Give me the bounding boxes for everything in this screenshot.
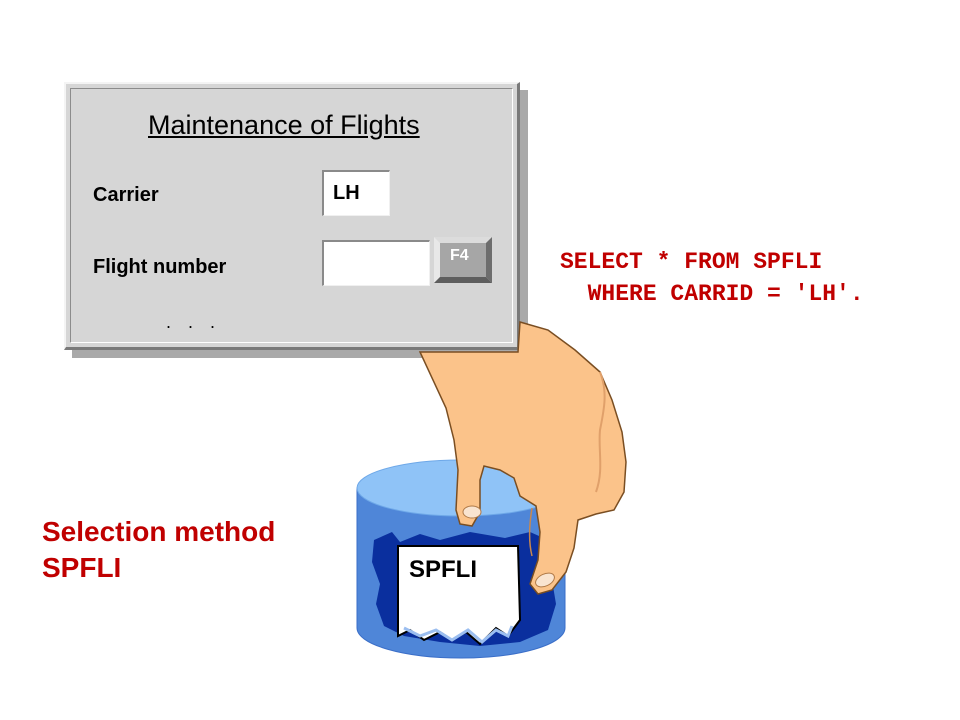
caption-line-1: Selection method [42, 516, 276, 547]
caption-line-2: SPFLI [42, 552, 122, 583]
carrier-label: Carrier [93, 184, 159, 206]
flight-number-input[interactable] [322, 240, 430, 286]
selection-method-caption: Selection method SPFLI [42, 514, 275, 586]
carrier-input[interactable]: LH [322, 170, 390, 216]
hand-icon [418, 321, 627, 595]
f4-help-button[interactable]: F4 [434, 237, 492, 283]
sql-line-1: SELECT * FROM SPFLI [560, 249, 823, 275]
flight-number-label: Flight number [93, 256, 227, 278]
database-cylinder-icon [356, 459, 566, 659]
dialog-inner-frame [70, 88, 513, 343]
database-table-label: SPFLI [409, 556, 478, 583]
more-fields-ellipsis: . . . [166, 312, 222, 332]
dialog-title: Maintenance of Flights [148, 110, 420, 140]
maintenance-dialog: Maintenance of Flights Carrier LH Flight… [64, 82, 520, 350]
f4-label: F4 [450, 247, 469, 264]
sql-statement: SELECT * FROM SPFLI WHERE CARRID = 'LH'. [560, 246, 864, 310]
sql-line-2: WHERE CARRID = 'LH'. [560, 281, 864, 307]
